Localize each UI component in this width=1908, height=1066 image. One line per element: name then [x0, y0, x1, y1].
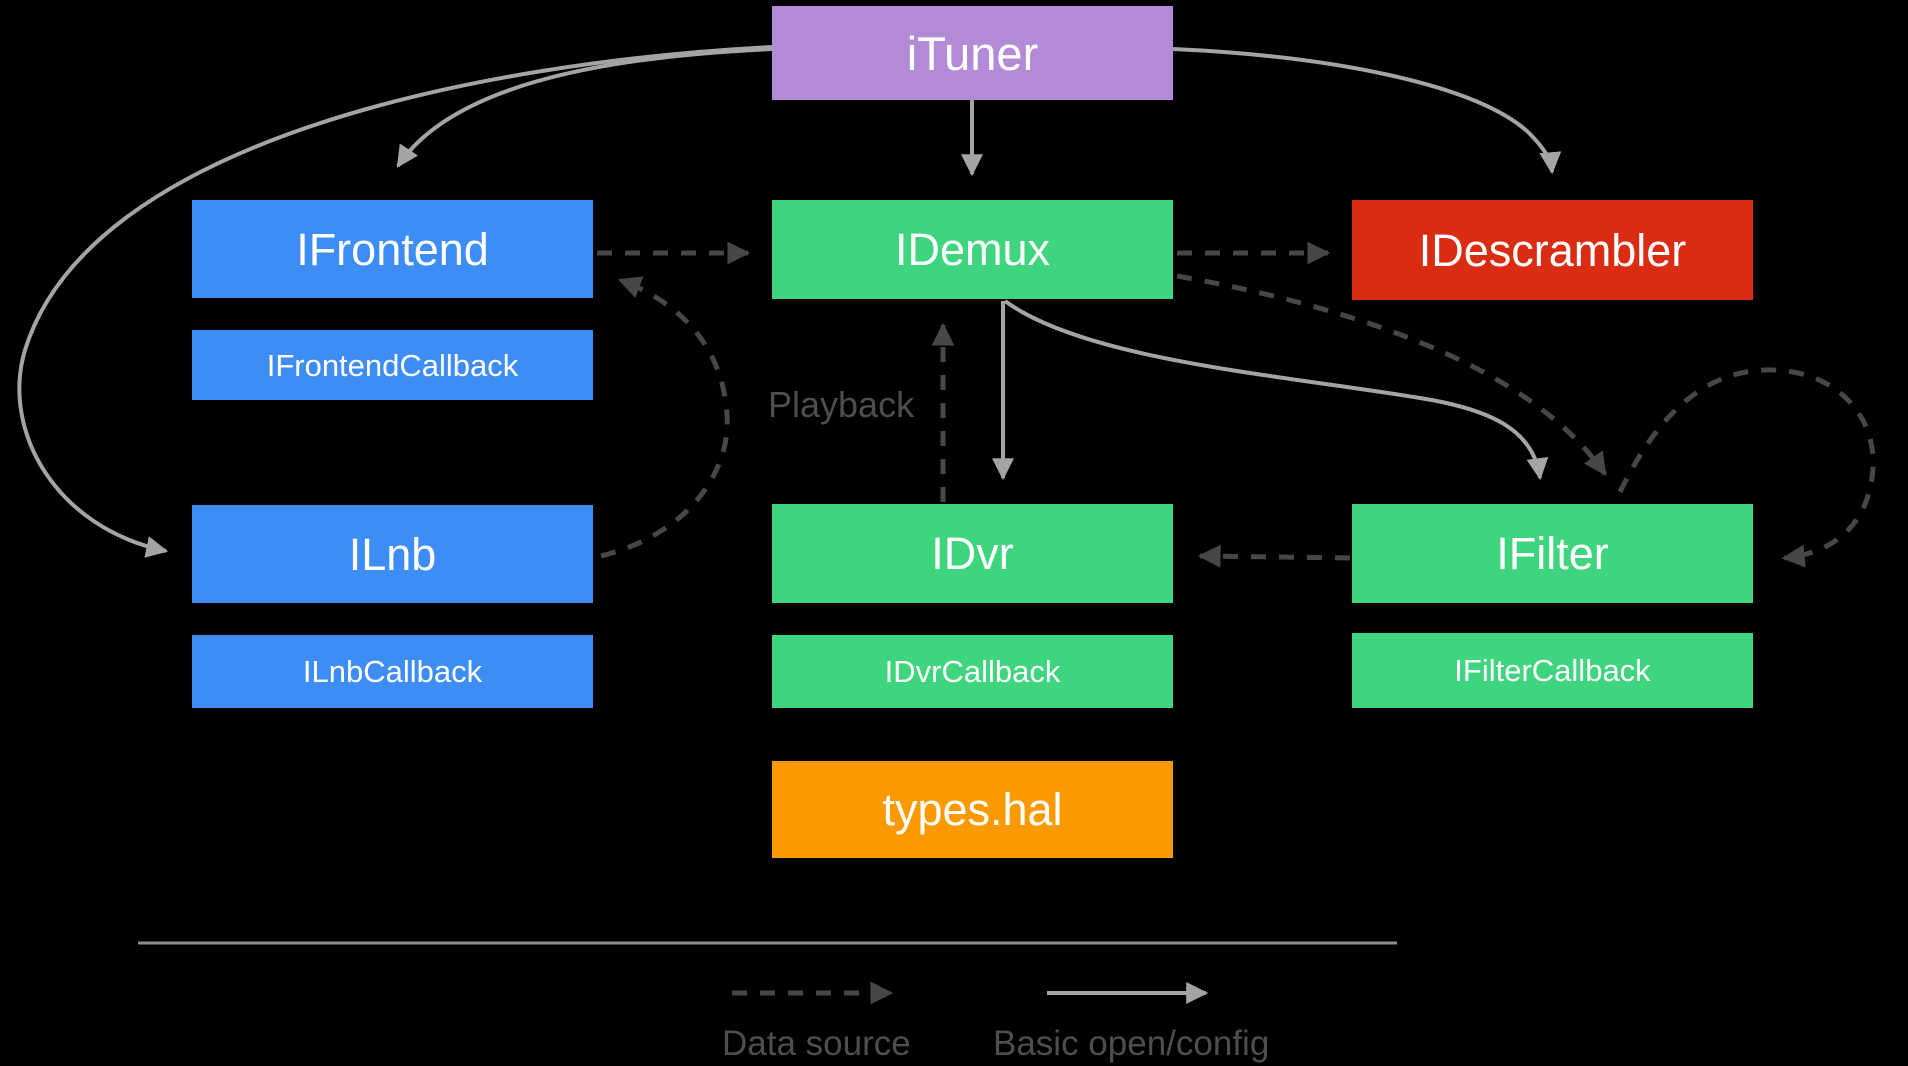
- node-ifilter-callback: IFilterCallback: [1352, 633, 1753, 708]
- playback-label: Playback: [768, 384, 915, 425]
- edge-ifilter-idvr-dashed: [1197, 544, 1351, 568]
- edge-ituner-ilnb-solid: [17, 45, 773, 558]
- node-ifrontend: IFrontend: [192, 200, 593, 298]
- edge-idemux-ifilter-solid: [1003, 299, 1549, 481]
- node-idvr-callback: IDvrCallback: [772, 635, 1173, 708]
- edge-idemux-ifilter-dashed: [1176, 273, 1608, 476]
- node-ifrontend-callback: IFrontendCallback: [192, 330, 593, 400]
- legend-dashed-label: Data source: [722, 1024, 911, 1063]
- node-ilnb-callback: ILnbCallback: [192, 635, 593, 708]
- node-ilnb: ILnb: [192, 505, 593, 603]
- edge-ilnb-ifrontend-dashed: [600, 276, 730, 559]
- edge-ifilter-self-loop-dashed: [1617, 367, 1876, 568]
- edge-ituner-idescrambler-solid: [1172, 47, 1562, 175]
- legend-solid-label: Basic open/config: [993, 1024, 1270, 1063]
- node-types-hal: types.hal: [772, 761, 1173, 858]
- node-ituner: iTuner: [772, 6, 1173, 100]
- node-idemux: IDemux: [772, 200, 1173, 299]
- node-idescrambler: IDescrambler: [1352, 200, 1753, 300]
- node-idvr: IDvr: [772, 504, 1173, 603]
- node-ifilter: IFilter: [1352, 504, 1753, 603]
